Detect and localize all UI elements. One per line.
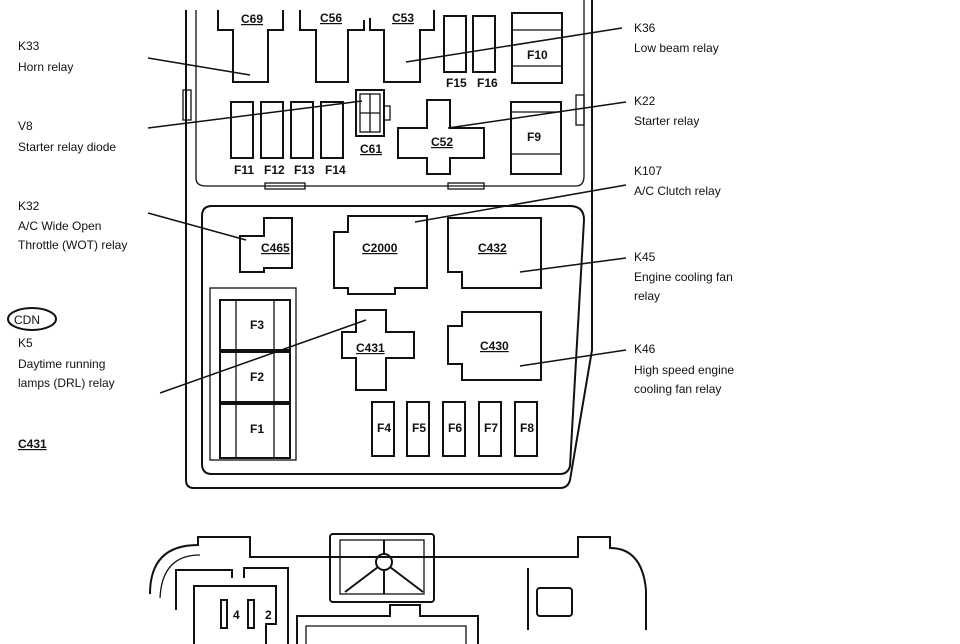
lower-housing: 4 2	[149, 533, 647, 644]
callout-k107: K107 A/C Clutch relay	[634, 164, 721, 198]
fuse-f4-label: F4	[377, 421, 391, 435]
svg-text:Engine cooling fan: Engine cooling fan	[634, 270, 733, 284]
callout-k36: K36 Low beam relay	[634, 21, 719, 55]
svg-text:K36: K36	[634, 21, 656, 35]
fuse-f1-f3-block: F3 F2 F1	[209, 287, 297, 461]
connector-c61: C61	[355, 89, 391, 156]
svg-text:CDN: CDN	[14, 313, 40, 327]
fuse-f9-label: F9	[527, 130, 541, 144]
svg-text:A/C Clutch relay: A/C Clutch relay	[634, 184, 721, 198]
fuse-f15-label: F15	[446, 76, 467, 90]
svg-text:A/C Wide Open: A/C Wide Open	[18, 219, 101, 233]
svg-text:K33: K33	[18, 39, 40, 53]
svg-text:Starter relay: Starter relay	[634, 114, 699, 128]
fuse-f10: F10	[511, 12, 563, 84]
svg-text:Throttle (WOT) relay: Throttle (WOT) relay	[18, 238, 127, 252]
svg-text:K32: K32	[18, 199, 40, 213]
connector-c430-shape	[447, 311, 542, 381]
fuse-f8-label: F8	[520, 421, 534, 435]
fuse-f1-label: F1	[250, 422, 264, 436]
connector-c430-label: C430	[480, 339, 509, 353]
connector-c2000-label: C2000	[362, 241, 398, 255]
fuse-f4-f8: F4 F5 F6 F7 F8	[371, 401, 538, 457]
connector-c61-label: C61	[360, 142, 382, 156]
callout-k33: K33 Horn relay	[18, 39, 73, 74]
fuse-f11-f14: F11 F12 F13 F14	[230, 101, 346, 177]
connector-c432-label: C432	[478, 241, 507, 255]
fuse-f14-label: F14	[325, 163, 346, 177]
svg-text:K45: K45	[634, 250, 656, 264]
callout-k22: K22 Starter relay	[634, 94, 699, 128]
svg-text:Starter relay diode: Starter relay diode	[18, 140, 116, 154]
fuse-f5-label: F5	[412, 421, 426, 435]
fuse-f10-label: F10	[527, 48, 548, 62]
connector-c52-label: C52	[431, 135, 453, 149]
pin-4-label: 4	[233, 608, 240, 622]
cdn-badge: CDN	[7, 307, 57, 331]
callout-k32: K32 A/C Wide Open Throttle (WOT) relay	[18, 199, 127, 252]
fuse-f7-label: F7	[484, 421, 498, 435]
connector-c56-label: C56	[320, 11, 342, 25]
svg-text:cooling fan relay: cooling fan relay	[634, 382, 721, 396]
fuse-f12-label: F12	[264, 163, 285, 177]
fuse-f15	[443, 15, 467, 73]
fuse-f3-label: F3	[250, 318, 264, 332]
fuse-f2-label: F2	[250, 370, 264, 384]
connector-c465-shape	[239, 217, 293, 273]
connector-c431-label: C431	[356, 341, 385, 355]
svg-text:Daytime running: Daytime running	[18, 357, 105, 371]
connector-c432-shape	[447, 217, 542, 289]
svg-text:K107: K107	[634, 164, 662, 178]
connector-c69-label: C69	[241, 12, 263, 26]
connector-c465-label: C465	[261, 241, 290, 255]
c431-note: C431	[18, 437, 47, 451]
fuse-f11-label: F11	[234, 163, 254, 177]
svg-text:K5: K5	[18, 336, 33, 350]
svg-text:relay: relay	[634, 289, 660, 303]
fuse-box-outline	[182, 0, 593, 489]
callout-k5: K5 Daytime running lamps (DRL) relay	[18, 336, 115, 390]
callout-k46: K46 High speed engine cooling fan relay	[634, 342, 734, 396]
svg-text:K46: K46	[634, 342, 656, 356]
svg-text:lamps (DRL) relay: lamps (DRL) relay	[18, 376, 115, 390]
fuse-f16-label: F16	[477, 76, 498, 90]
svg-text:K22: K22	[634, 94, 656, 108]
fuse-f6-label: F6	[448, 421, 462, 435]
connector-c431-shape	[341, 309, 415, 391]
connector-c2000-shape	[333, 215, 428, 295]
pin-2-label: 2	[265, 608, 272, 622]
callout-k45: K45 Engine cooling fan relay	[634, 250, 733, 303]
callout-v8: V8 Starter relay diode	[18, 119, 116, 154]
connector-c53-shape	[369, 10, 435, 83]
connector-c69-shape	[217, 10, 284, 83]
svg-text:Horn relay: Horn relay	[18, 60, 73, 74]
fuse-f16	[472, 15, 496, 73]
svg-text:High speed engine: High speed engine	[634, 363, 734, 377]
connector-c56-shape	[299, 10, 365, 83]
svg-text:V8: V8	[18, 119, 33, 133]
fuse-f9: F9	[510, 101, 562, 175]
fuse-f13-label: F13	[294, 163, 315, 177]
leader-lines	[147, 27, 627, 394]
connector-c53-label: C53	[392, 11, 414, 25]
svg-text:Low beam relay: Low beam relay	[634, 41, 719, 55]
